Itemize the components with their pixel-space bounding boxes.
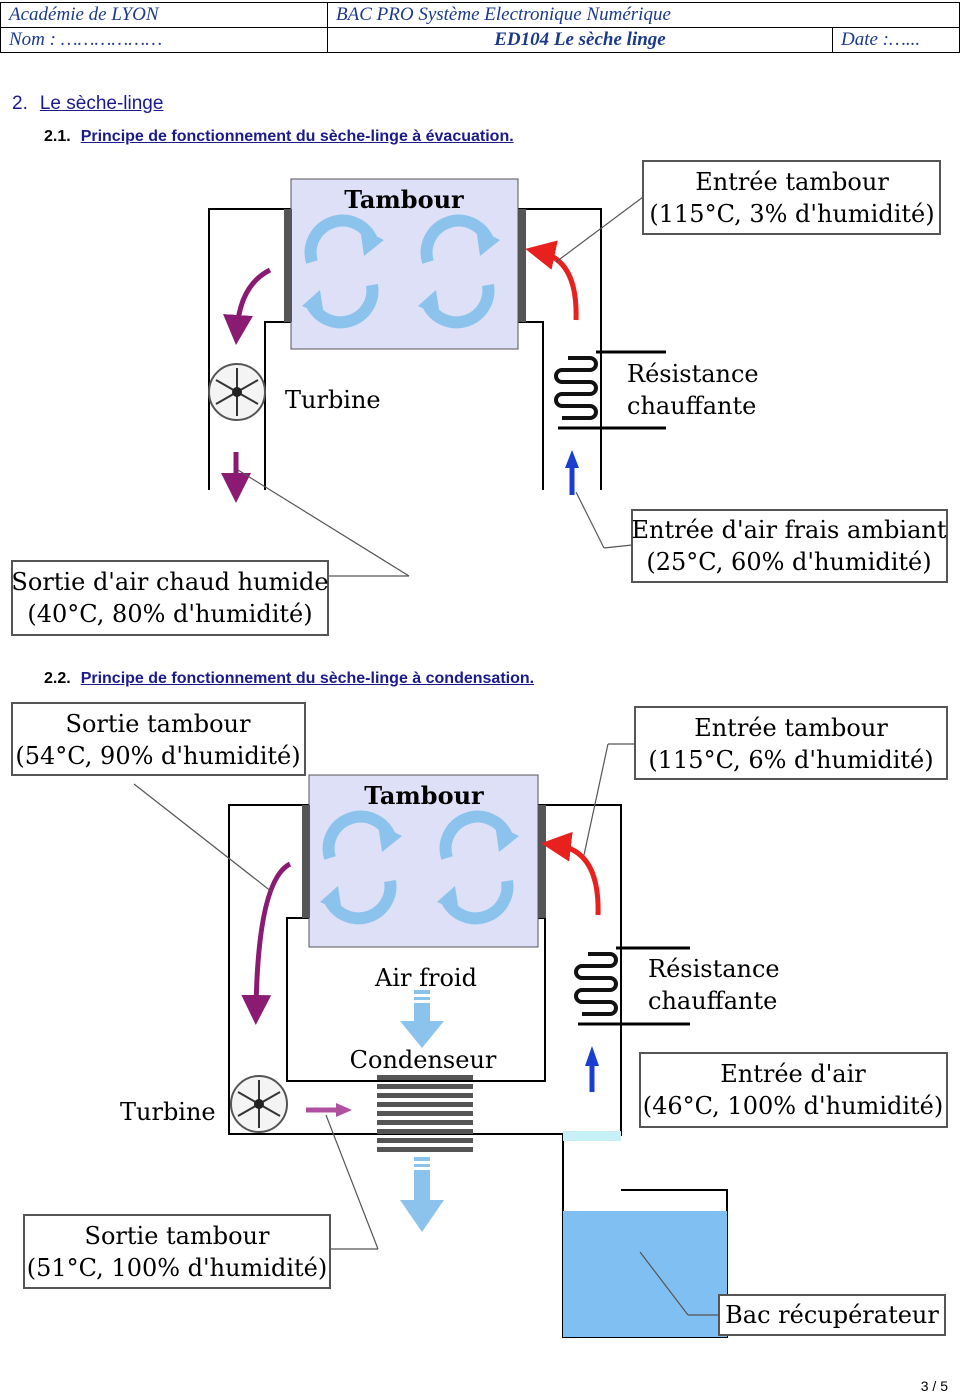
header-academie: Académie de LYON (0, 2, 328, 28)
swirl-arrowheads-2 (320, 824, 519, 912)
heating-element-icon-2 (574, 946, 690, 1026)
leader-line-2g (639, 1251, 689, 1316)
leader-line-1b (603, 544, 633, 549)
heating-element-icon-1 (554, 350, 666, 430)
condenser-icon (377, 1075, 473, 1152)
drum-2-seal-left (302, 805, 310, 918)
entree-air-1-l2: (25°C, 60% d'humidité) (646, 548, 931, 576)
subsection-1-number: 2.1. (44, 128, 71, 145)
hot-air-arrow-2 (541, 831, 601, 916)
exhaust-arrow-1 (223, 267, 272, 345)
subsection-1-text: Principe de fonctionnement du sèche-ling… (80, 128, 514, 145)
section-number: 2. (12, 93, 28, 114)
sortie-tambour-2-l2: (54°C, 90% d'humidité) (15, 742, 300, 770)
exhaust-arrowhead-4 (336, 1103, 352, 1117)
entree-tambour-1-l2: (115°C, 3% d'humidité) (649, 200, 934, 228)
sortie-1-l1: Sortie d'air chaud humide (11, 568, 328, 596)
sortie-tambour-3-l1: Sortie tambour (85, 1222, 270, 1250)
entree-tambour-1-l1: Entrée tambour (695, 168, 889, 196)
sortie-tambour-3-l2: (51°C, 100% d'humidité) (27, 1254, 327, 1282)
air-froid-arrow-icon (400, 990, 444, 1048)
subsection-2-title: 2.2. Principe de fonctionnement du sèche-… (44, 670, 534, 688)
entree-tambour-2-l1: Entrée tambour (694, 714, 888, 742)
subsection-1-title: 2.1. Principe de fonctionnement du sèche-… (44, 128, 514, 146)
label-box-sortie-1 (11, 560, 329, 636)
diagram-condensation: Tambour Air froid (11, 702, 948, 1338)
section-title: 2. Le sèche-linge (12, 93, 163, 115)
leader-line-1a (555, 196, 644, 263)
page-header: Académie de LYON BAC PRO Système Electro… (0, 2, 960, 53)
leader-line-2c (583, 743, 609, 856)
subsection-2-number: 2.2. (44, 670, 71, 687)
leader-line-1d (237, 469, 410, 577)
leader-line-2a (133, 783, 273, 893)
drum-2-label: Tambour (364, 781, 484, 810)
cold-air-arrowhead-2 (585, 1046, 599, 1066)
bac-label: Bac récupérateur (725, 1301, 939, 1329)
diagram-evacuation: Tambour (11, 160, 948, 636)
entree-air-2-l1: Entrée d'air (720, 1060, 866, 1088)
exhaust-arrow-3 (241, 861, 292, 1025)
turbine-icon-1 (208, 363, 266, 421)
label-box-entree-air-1 (631, 509, 948, 583)
condensate-arrow-icon (400, 1157, 444, 1232)
resistance-label-1a: Résistance (627, 360, 759, 388)
label-box-bac (718, 1294, 946, 1336)
label-box-sortie-tambour-3 (23, 1214, 331, 1289)
turbine-label-2: Turbine (120, 1098, 216, 1126)
swirl-icons-2 (322, 810, 514, 925)
condenseur-label: Condenseur (350, 1046, 497, 1074)
resistance-label-2a: Résistance (648, 955, 780, 983)
entree-air-2-l2: (46°C, 100% d'humidité) (643, 1092, 943, 1120)
sortie-tambour-2-l1: Sortie tambour (66, 710, 251, 738)
header-bac: BAC PRO Système Electronique Numérique (327, 2, 960, 28)
drum-1-seal-right (518, 209, 526, 322)
header-ref: ED104 Le sèche linge (327, 27, 833, 53)
swirl-arrowheads-1 (302, 228, 500, 316)
tank-inlet-mark (563, 1131, 621, 1141)
drum-2-seal-right (538, 805, 546, 918)
cold-air-arrowhead-1 (565, 450, 579, 468)
leader-line-1c (575, 491, 605, 549)
entree-air-1-l1: Entrée d'air frais ambiant (632, 516, 947, 544)
air-froid-label: Air froid (374, 964, 477, 992)
drum-1-label: Tambour (344, 185, 464, 214)
turbine-label-1: Turbine (285, 386, 381, 414)
sortie-1-l2: (40°C, 80% d'humidité) (27, 600, 312, 628)
section-title-text: Le sèche-linge (39, 93, 164, 114)
turbine-icon-2 (230, 1075, 288, 1133)
page-number: 3 / 5 (920, 1378, 948, 1394)
drum-1-seal-left (284, 209, 292, 322)
hot-air-arrow-1 (525, 240, 579, 321)
water-tank-fill (563, 1211, 727, 1337)
header-date: Date :…... (832, 27, 960, 53)
label-box-entree-air-2 (639, 1052, 948, 1128)
resistance-label-1b: chauffante (627, 392, 756, 420)
label-box-entree-tambour-2 (634, 706, 948, 780)
resistance-label-2b: chauffante (648, 987, 777, 1015)
swirl-icons-1 (304, 214, 495, 329)
leader-line-2e (325, 1114, 379, 1250)
entree-tambour-2-l2: (115°C, 6% d'humidité) (648, 746, 933, 774)
label-box-sortie-tambour-2 (11, 702, 306, 776)
subsection-2-text: Principe de fonctionnement du sèche-ling… (80, 670, 535, 687)
